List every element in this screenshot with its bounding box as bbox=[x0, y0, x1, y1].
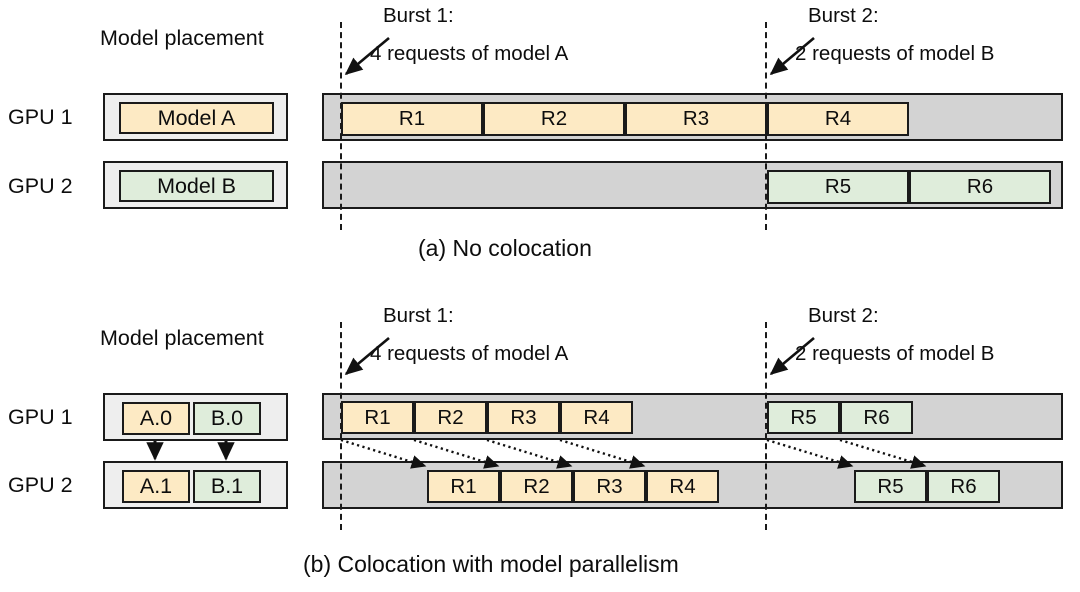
placement-box-gpu1-a: Model A bbox=[103, 93, 288, 141]
request-block-r5[interactable]: R5 bbox=[767, 170, 909, 204]
burst1-detail-b: 4 requests of model A bbox=[370, 342, 569, 365]
placement-box-gpu2-a: Model B bbox=[103, 161, 288, 209]
request-block-g2r4[interactable]: R4 bbox=[646, 470, 719, 503]
request-block-g2r1[interactable]: R1 bbox=[427, 470, 500, 503]
timeline-track-gpu2-b: R1 R2 R3 R4 R5 R6 bbox=[322, 461, 1063, 509]
gpu1-label-b: GPU 1 bbox=[8, 405, 73, 429]
burst2-title-b: Burst 2: bbox=[808, 304, 879, 327]
chip-model-a[interactable]: Model A bbox=[119, 102, 274, 134]
burst2-marker-b bbox=[765, 322, 767, 530]
chip-model-b[interactable]: Model B bbox=[119, 170, 274, 202]
burst1-title-b: Burst 1: bbox=[383, 304, 454, 327]
burst1-marker-a bbox=[340, 22, 342, 230]
burst2-marker-a bbox=[765, 22, 767, 230]
request-block-r3[interactable]: R3 bbox=[625, 102, 767, 136]
burst2-detail-a: 2 requests of model B bbox=[795, 42, 995, 65]
request-block-r2[interactable]: R2 bbox=[483, 102, 625, 136]
request-block-g2r3[interactable]: R3 bbox=[573, 470, 646, 503]
timeline-track-gpu2-a: R5 R6 bbox=[322, 161, 1063, 209]
burst1-detail-a: 4 requests of model A bbox=[370, 42, 569, 65]
request-block-r1[interactable]: R1 bbox=[341, 102, 483, 136]
request-block-g1r4[interactable]: R4 bbox=[560, 401, 633, 434]
chip-b0[interactable]: B.0 bbox=[193, 402, 261, 435]
burst1-title-a: Burst 1: bbox=[383, 4, 454, 27]
chip-b1[interactable]: B.1 bbox=[193, 470, 261, 503]
request-block-r6[interactable]: R6 bbox=[909, 170, 1051, 204]
caption-b: (b) Colocation with model parallelism bbox=[303, 551, 679, 577]
burst1-marker-b bbox=[340, 322, 342, 530]
gpu2-label-b: GPU 2 bbox=[8, 473, 73, 497]
gpu1-label-a: GPU 1 bbox=[8, 105, 73, 129]
placement-box-gpu2-b: A.1 B.1 bbox=[103, 461, 288, 509]
placement-title-a: Model placement bbox=[100, 26, 264, 50]
request-block-g1r2[interactable]: R2 bbox=[414, 401, 487, 434]
request-block-g1r6[interactable]: R6 bbox=[840, 401, 913, 434]
burst2-detail-b: 2 requests of model B bbox=[795, 342, 995, 365]
gpu2-label-a: GPU 2 bbox=[8, 174, 73, 198]
caption-a: (a) No colocation bbox=[418, 235, 592, 261]
timeline-track-gpu1-a: R1 R2 R3 R4 bbox=[322, 93, 1063, 141]
chip-a0[interactable]: A.0 bbox=[122, 402, 190, 435]
request-block-r4[interactable]: R4 bbox=[767, 102, 909, 136]
request-block-g1r5[interactable]: R5 bbox=[767, 401, 840, 434]
timeline-track-gpu1-b: R1 R2 R3 R4 R5 R6 bbox=[322, 393, 1063, 440]
burst2-title-a: Burst 2: bbox=[808, 4, 879, 27]
request-block-g2r5[interactable]: R5 bbox=[854, 470, 927, 503]
placement-title-b: Model placement bbox=[100, 326, 264, 350]
chip-a1[interactable]: A.1 bbox=[122, 470, 190, 503]
request-block-g1r1[interactable]: R1 bbox=[341, 401, 414, 434]
request-block-g2r2[interactable]: R2 bbox=[500, 470, 573, 503]
placement-box-gpu1-b: A.0 B.0 bbox=[103, 393, 288, 441]
request-block-g2r6[interactable]: R6 bbox=[927, 470, 1000, 503]
request-block-g1r3[interactable]: R3 bbox=[487, 401, 560, 434]
